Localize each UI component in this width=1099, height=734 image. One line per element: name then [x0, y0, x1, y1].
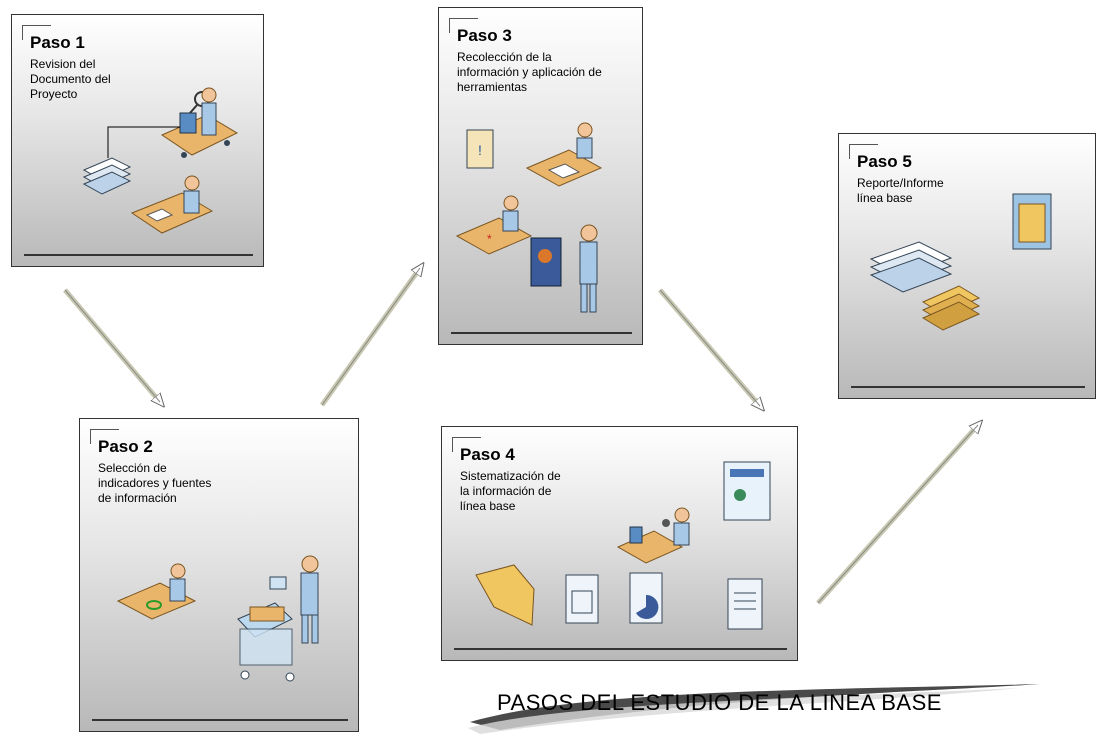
card-footer-line — [454, 648, 787, 650]
step-title: Paso 4 — [460, 445, 515, 464]
banner-swoosh — [468, 684, 1040, 734]
step-description: Sistematización de la información de lín… — [460, 469, 561, 513]
card-footer-line — [851, 386, 1085, 388]
card-footer-line — [92, 719, 348, 721]
arrow-step2-to-step3 — [319, 268, 420, 407]
card-footer-line — [24, 254, 253, 256]
card-corner — [90, 429, 119, 444]
systematization-illustration — [475, 461, 771, 630]
arrow-step1-to-step2 — [63, 288, 160, 402]
step-2-card: Paso 2 Selección de indicadores y fuente… — [79, 418, 359, 732]
report-illustration — [869, 193, 1052, 331]
card-corner — [849, 144, 878, 159]
step-title: Paso 1 — [30, 33, 85, 52]
document-review-illustration — [82, 87, 239, 234]
data-collection-illustration: ! * — [455, 122, 603, 313]
step-title: Paso 5 — [857, 152, 912, 171]
arrow-step3-to-step4 — [658, 288, 760, 406]
step-description: Recolección de la información y aplicaci… — [457, 50, 602, 94]
svg-text:!: ! — [478, 142, 482, 158]
card-corner — [449, 18, 478, 33]
card-corner — [452, 437, 481, 452]
step-3-card: Paso 3 Recolección de la información y a… — [438, 7, 643, 345]
step-1-card: Paso 1 Revision del Documento del Proyec… — [11, 14, 264, 267]
step-description: Revision del Documento del Proyecto — [30, 57, 111, 101]
card-footer-line — [451, 332, 632, 334]
indicator-selection-illustration — [116, 555, 319, 682]
svg-text:*: * — [487, 232, 492, 246]
step-5-card: Paso 5 Reporte/Informe línea base — [838, 133, 1096, 399]
step-description: Selección de indicadores y fuentes de in… — [98, 461, 212, 505]
arrow-step4-to-step5 — [816, 425, 978, 605]
step-title: Paso 3 — [457, 26, 512, 45]
diagram-title: PASOS DEL ESTUDIO DE LA LINEA BASE — [497, 690, 942, 715]
step-title: Paso 2 — [98, 437, 153, 456]
card-corner — [22, 25, 51, 40]
step-description: Reporte/Informe línea base — [857, 176, 944, 205]
step-4-card: Paso 4 Sistematización de la información… — [441, 426, 798, 661]
